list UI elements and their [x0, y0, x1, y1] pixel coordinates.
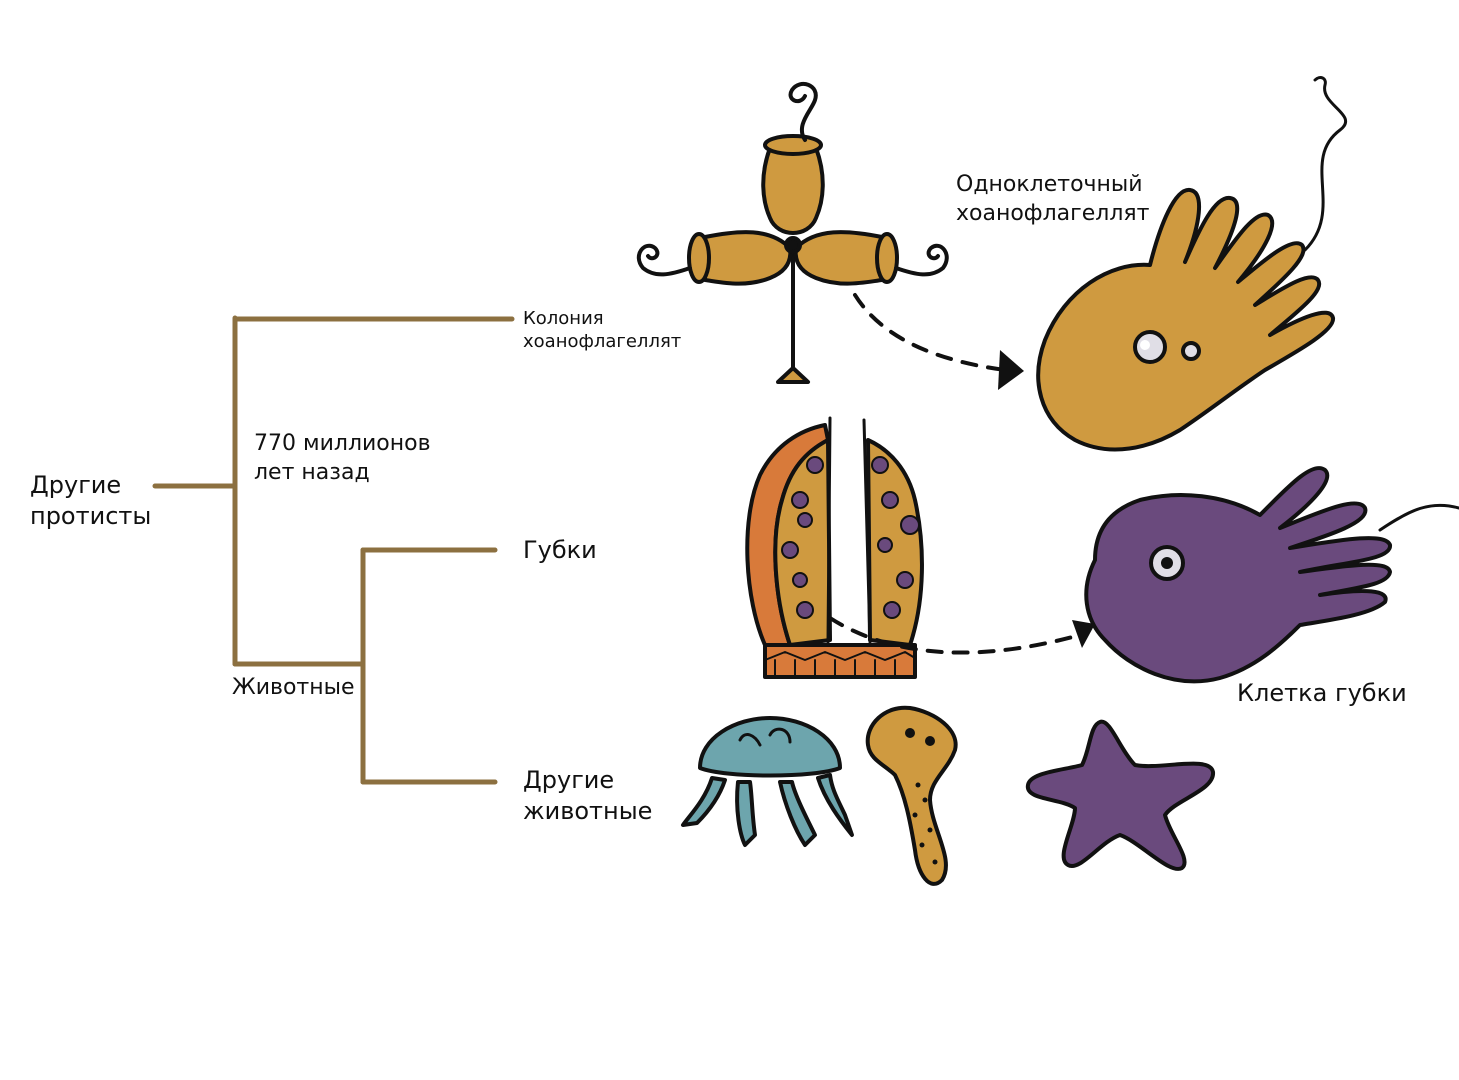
label-single-choanoflagellate: Одноклеточный хоанофлагеллят	[956, 172, 1150, 226]
colony-choanoflagellate-illustration	[636, 81, 949, 384]
sponge-cell-illustration	[1084, 466, 1459, 684]
label-animals: Животные	[232, 675, 355, 700]
flatworm-illustration	[865, 705, 958, 886]
label-other-protists: Другие протисты	[30, 471, 152, 531]
arrow-sponge-to-sponge-cell	[828, 616, 1095, 655]
label-colony-choanoflagellates: Колония хоанофлагеллят	[523, 308, 682, 353]
arrow-colony-to-single-cell	[853, 293, 1024, 390]
phylogenetic-tree	[152, 315, 515, 785]
sponge-illustration	[745, 416, 924, 679]
label-sponges: Губки	[523, 536, 597, 564]
label-other-animals: Другие животные	[523, 766, 653, 826]
label-divergence-time: 770 миллионов лет назад	[254, 431, 431, 485]
starfish-illustration	[1025, 719, 1215, 871]
label-sponge-cell: Клетка губки	[1237, 679, 1407, 707]
single-choanoflagellate-illustration	[1036, 76, 1348, 452]
jellyfish-illustration	[681, 716, 854, 847]
